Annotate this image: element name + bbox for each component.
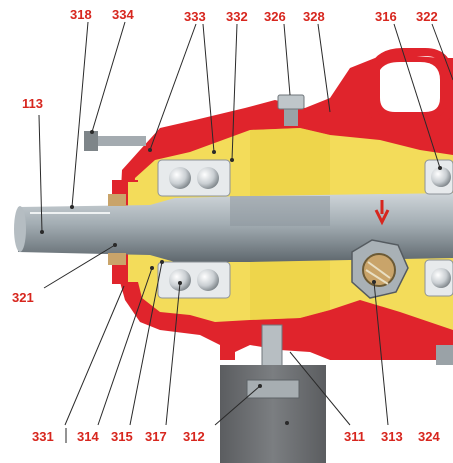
label-113: 113 bbox=[22, 96, 43, 111]
seal-ring-lower bbox=[108, 253, 126, 265]
drain-plug bbox=[436, 345, 453, 365]
ball bbox=[197, 167, 219, 189]
ball bbox=[169, 167, 191, 189]
bearing-left-lower bbox=[157, 261, 231, 299]
label-324: 324 bbox=[418, 429, 440, 444]
sight-glass-mark bbox=[365, 269, 389, 285]
seal-ring bbox=[108, 194, 126, 206]
sight-glass-mark bbox=[367, 261, 391, 279]
label-326: 326 bbox=[264, 9, 286, 24]
ball bbox=[169, 269, 191, 291]
label-311: 311 bbox=[344, 429, 365, 444]
shaft bbox=[18, 193, 453, 262]
ball bbox=[197, 269, 219, 291]
oil-flow-arrow bbox=[374, 200, 390, 226]
label-321: 321 bbox=[12, 290, 34, 305]
ball bbox=[431, 268, 451, 288]
shaft-shoulder bbox=[230, 196, 330, 226]
cover-bolt-shank bbox=[98, 136, 146, 146]
label-313: 313 bbox=[381, 429, 403, 444]
cover-bolt-head bbox=[84, 131, 98, 151]
part-labels: 113 318 334 333 332 326 328 316 322 321 … bbox=[12, 7, 440, 444]
label-314: 314 bbox=[77, 429, 99, 444]
label-315: 315 bbox=[111, 429, 133, 444]
bearing-left-upper bbox=[157, 159, 231, 197]
shaft-end bbox=[14, 206, 26, 252]
label-312: 312 bbox=[183, 429, 205, 444]
label-317: 317 bbox=[145, 429, 167, 444]
label-316: 316 bbox=[375, 9, 397, 24]
label-318: 318 bbox=[70, 7, 92, 22]
filler-plug-head bbox=[277, 94, 305, 110]
label-322: 322 bbox=[416, 9, 438, 24]
label-333: 333 bbox=[184, 9, 206, 24]
housing-lug bbox=[380, 62, 440, 112]
housing-lug-rim bbox=[368, 48, 453, 126]
foot-washer bbox=[246, 379, 300, 399]
label-328: 328 bbox=[303, 9, 325, 24]
label-334: 334 bbox=[112, 7, 134, 22]
ball bbox=[431, 167, 451, 187]
label-331: 331 bbox=[32, 429, 54, 444]
leader-lines bbox=[38, 21, 453, 426]
label-332: 332 bbox=[226, 9, 248, 24]
foot-bolt bbox=[261, 324, 283, 371]
